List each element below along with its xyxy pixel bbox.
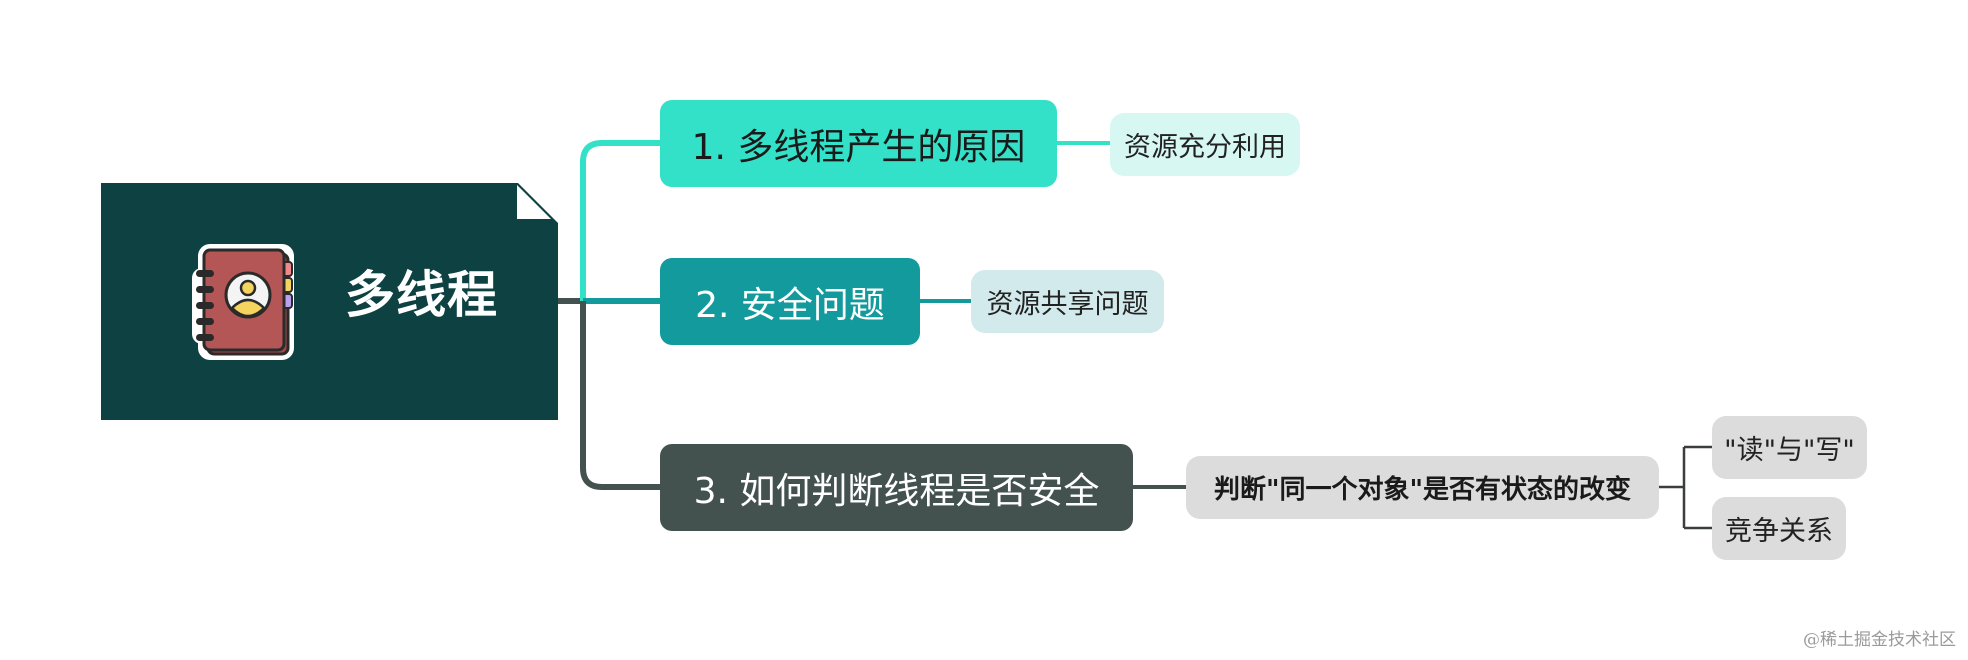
leaf-label: 竞争关系 [1725, 516, 1833, 547]
leaf-node-competition[interactable]: 竞争关系 [1712, 497, 1846, 560]
root-title: 多线程 [345, 266, 498, 324]
sub-node-label: 资源共享问题 [986, 289, 1149, 320]
watermark: @稀土掘金技术社区 [1803, 630, 1956, 650]
leaf-label: "读"与"写" [1724, 435, 1855, 466]
branch-label: 1. 多线程产生的原因 [691, 126, 1026, 168]
sub-node-state-change[interactable]: 判断"同一个对象"是否有状态的改变 [1186, 456, 1659, 519]
branch-node-reasons[interactable]: 1. 多线程产生的原因 [660, 100, 1057, 187]
sub-node-label: 判断"同一个对象"是否有状态的改变 [1213, 475, 1632, 505]
branch-node-how-to-judge[interactable]: 3. 如何判断线程是否安全 [660, 444, 1133, 531]
sub-node-resource-utilization[interactable]: 资源充分利用 [1110, 113, 1300, 176]
root-node[interactable] [101, 183, 558, 420]
contact-book-icon [190, 240, 306, 365]
sub-node-label: 资源充分利用 [1124, 132, 1286, 163]
sub-node-resource-sharing[interactable]: 资源共享问题 [971, 270, 1164, 333]
branch-node-safety-issues[interactable]: 2. 安全问题 [660, 258, 920, 345]
branch-label: 2. 安全问题 [695, 284, 885, 326]
leaf-node-read-write[interactable]: "读"与"写" [1712, 416, 1867, 479]
branch-label: 3. 如何判断线程是否安全 [693, 470, 1100, 512]
